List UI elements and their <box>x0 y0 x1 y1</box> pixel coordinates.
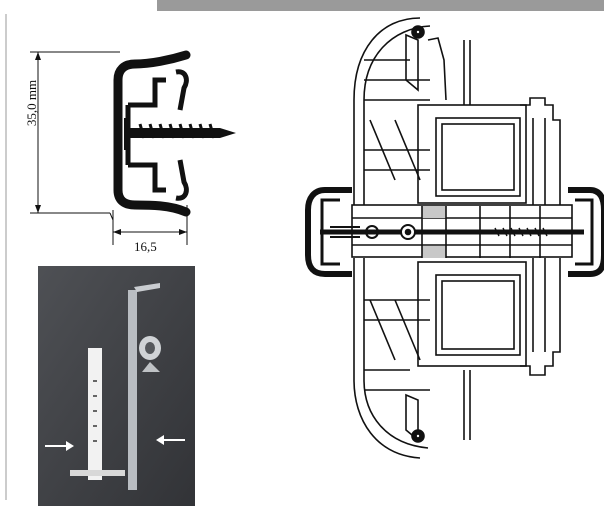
frame-section-drawing <box>305 17 604 459</box>
top-gray-band <box>157 0 604 11</box>
profile-section-drawing <box>30 50 236 245</box>
dimension-height-label: 35,0 mm <box>24 79 39 127</box>
dimension-width-label: 16,5 <box>134 239 157 254</box>
product-photo <box>38 266 195 506</box>
